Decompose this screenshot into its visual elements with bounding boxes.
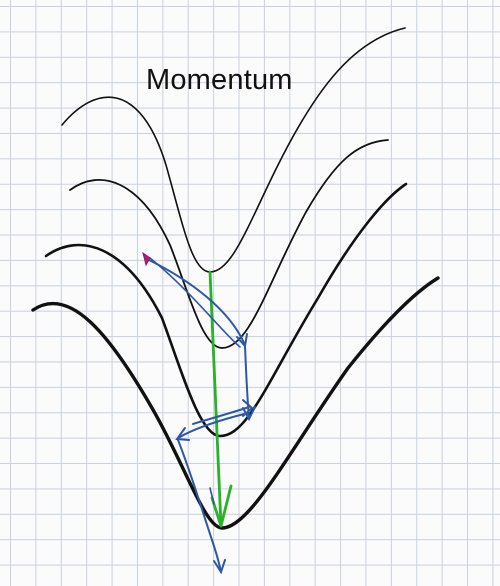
start-point-marker: [142, 251, 151, 267]
momentum-step-6: [177, 439, 213, 541]
momentum-step-5-head: [175, 427, 190, 441]
gradient-arrow-shaft: [208, 270, 223, 528]
momentum-tail: [209, 487, 215, 505]
momentum-step-1: [146, 258, 246, 346]
momentum-step-7-head: [213, 559, 226, 575]
momentum-step-5: [177, 412, 249, 439]
contour-line-4: [31, 276, 440, 530]
contour-line-3: [44, 182, 408, 438]
momentum-step-2-head: [242, 406, 256, 422]
contour-line-2: [69, 139, 389, 349]
contour-line-1: [61, 27, 406, 273]
momentum-step-7: [211, 539, 222, 573]
diagram-title: Momentum: [146, 64, 293, 96]
gradient-arrow-head: [210, 484, 233, 528]
momentum-step-4: [192, 406, 250, 425]
momentum-step-3: [149, 257, 241, 348]
